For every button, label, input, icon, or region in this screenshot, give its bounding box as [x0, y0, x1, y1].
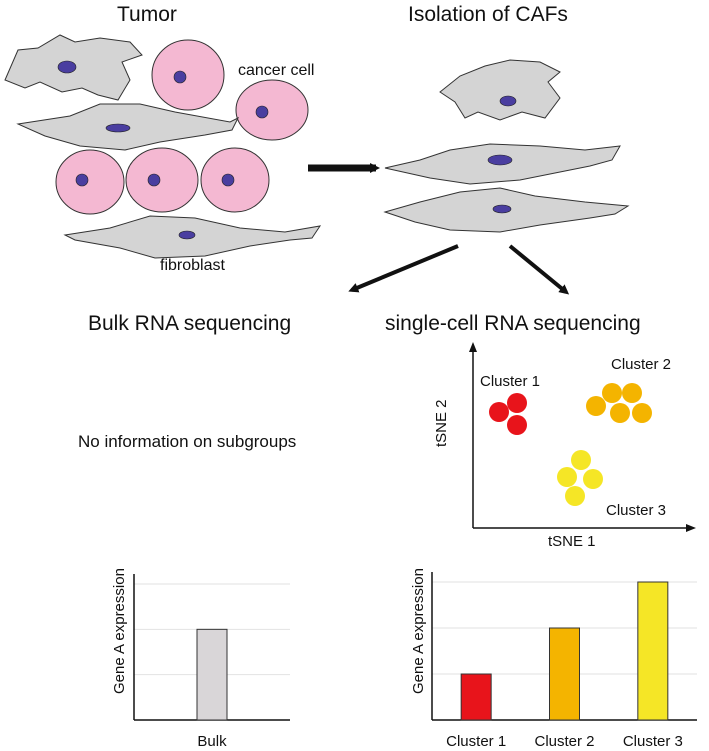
nucleus	[75, 173, 89, 187]
bar-cluster-1	[460, 673, 492, 721]
isolation-title: Isolation of CAFs	[408, 3, 568, 26]
tsne-cluster-3-label: Cluster 3	[606, 502, 667, 519]
tsne-point	[583, 469, 603, 489]
arrow-to-bulk	[348, 244, 459, 293]
bulk-bar-chart: Bulk	[133, 574, 290, 750]
nucleus	[492, 204, 512, 214]
fibroblast-label: fibroblast	[160, 257, 225, 274]
tsne-y-label: tSNE 2	[433, 399, 450, 447]
tsne-cluster-1-label: Cluster 1	[480, 373, 541, 390]
bar-cluster-3	[637, 581, 669, 721]
tumor-cells	[4, 34, 322, 259]
nucleus	[173, 70, 187, 84]
flow-arrows	[308, 163, 570, 295]
tsne-point	[571, 450, 591, 470]
x-tick-label: Cluster 3	[623, 733, 683, 750]
x-tick-label: Cluster 1	[446, 733, 506, 750]
tsne-plot	[469, 342, 696, 532]
tumor-title: Tumor	[117, 3, 177, 26]
tsne-point	[586, 396, 606, 416]
tsne-x-label: tSNE 1	[548, 533, 596, 550]
arrow-to-single-cell	[508, 244, 570, 295]
x-tick-label: Bulk	[197, 733, 227, 750]
bulk-chart-ylabel: Gene A expression	[111, 568, 128, 694]
tsne-point	[602, 383, 622, 403]
cluster-bar-chart: Cluster 1 Cluster 2 Cluster 3	[431, 572, 697, 750]
tsne-point	[557, 467, 577, 487]
tsne-cluster-2-label: Cluster 2	[611, 356, 672, 373]
cancer-cell	[55, 149, 125, 215]
tsne-point	[632, 403, 652, 423]
tsne-x-arrowhead	[686, 524, 696, 532]
nucleus	[499, 95, 517, 107]
bulk-note: No information on subgroups	[78, 432, 297, 451]
isolated-cafs	[383, 59, 630, 233]
tsne-cluster-2	[586, 383, 652, 423]
nucleus	[178, 230, 196, 240]
cancer-cell-label: cancer cell	[238, 62, 315, 79]
bar-cluster-2	[549, 627, 580, 721]
nucleus	[57, 60, 77, 74]
bar-bulk	[196, 628, 228, 721]
nucleus	[147, 173, 161, 187]
tsne-point	[565, 486, 585, 506]
tsne-point	[507, 393, 527, 413]
tsne-y-arrowhead	[469, 342, 477, 352]
single-cell-rna-title: single-cell RNA sequencing	[385, 312, 641, 335]
tsne-cluster-3	[557, 450, 603, 506]
fibroblast-cell	[439, 59, 561, 121]
tsne-point	[489, 402, 509, 422]
cancer-cell	[200, 147, 270, 213]
cancer-cell	[151, 39, 225, 111]
tsne-point	[610, 403, 630, 423]
tsne-point	[507, 415, 527, 435]
cancer-cell	[235, 79, 309, 141]
x-tick-label: Cluster 2	[534, 733, 594, 750]
tsne-cluster-1	[489, 393, 527, 435]
nucleus	[255, 105, 269, 119]
bulk-rna-title: Bulk RNA sequencing	[88, 312, 292, 335]
cancer-cell	[125, 147, 199, 213]
tsne-point	[622, 383, 642, 403]
nucleus	[105, 123, 131, 133]
nucleus	[487, 154, 513, 166]
nucleus	[221, 173, 235, 187]
cluster-chart-ylabel: Gene A expression	[410, 568, 427, 694]
